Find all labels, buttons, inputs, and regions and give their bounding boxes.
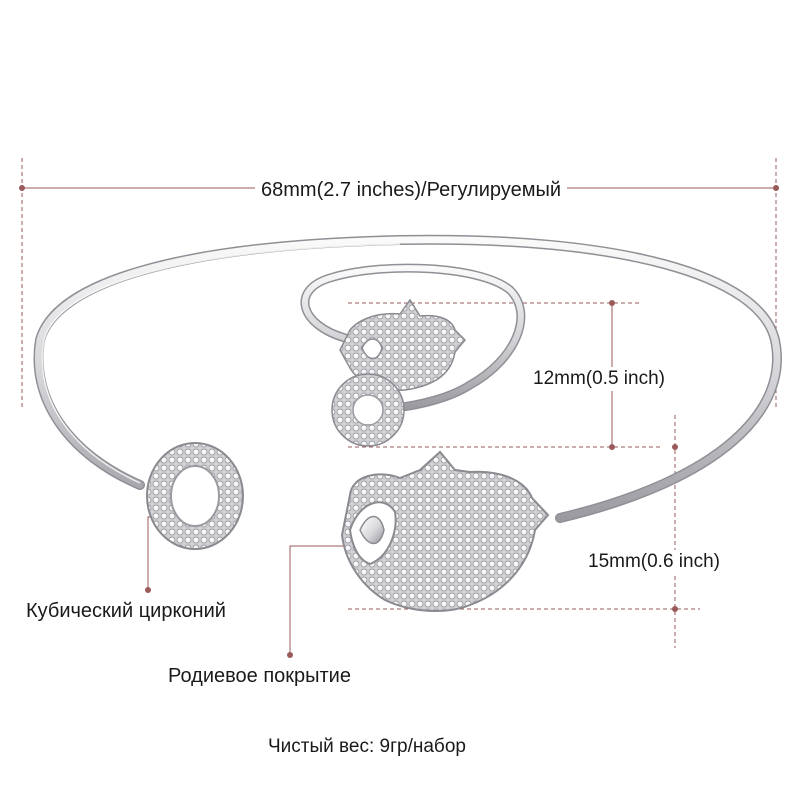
plating-label: Родиевое покрытие [168,664,351,688]
cz-circle-charm [146,442,244,550]
hamsa-charm [340,450,550,613]
hamsa-dimension-label: 15mm(0.6 inch) [586,550,722,574]
bangle-bracelet [33,234,782,523]
material-label: Кубический цирконий [26,599,226,623]
ring-dimension-label: 12mm(0.5 inch) [531,367,667,391]
ring-circle-charm [331,373,405,447]
ring-hamsa-charm [339,298,467,391]
weight-label: Чистый вес: 9гр/набор [268,735,466,759]
ring [300,263,526,413]
width-dimension-label: 68mm(2.7 inches)/Регулируемый [255,178,567,202]
dimension-markers [19,185,779,658]
